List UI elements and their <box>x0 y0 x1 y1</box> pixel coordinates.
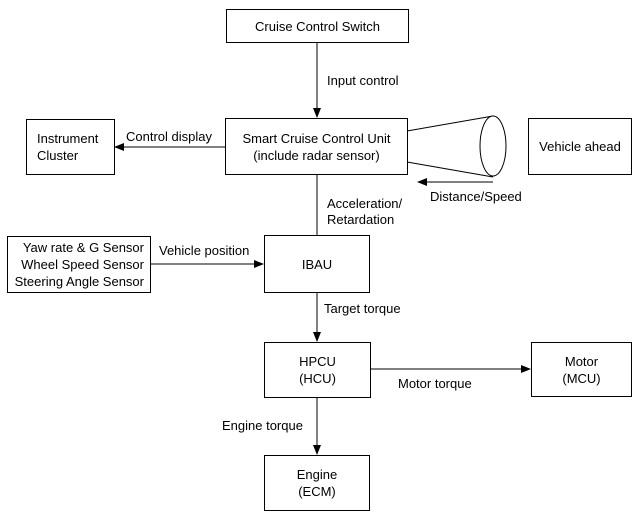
engine-box: Engine (ECM) <box>264 455 370 511</box>
input-control-label: Input control <box>327 73 399 88</box>
motor-box: Motor (MCU) <box>531 342 632 397</box>
hpcu-box: HPCU (HCU) <box>264 342 371 398</box>
sensors-label: Yaw rate & G Sensor Wheel Speed Sensor S… <box>14 240 144 289</box>
ibau-label: IBAU <box>301 256 333 272</box>
engine-label: Engine (ECM) <box>296 467 338 499</box>
radar-cone-bottom <box>406 161 494 178</box>
distance-speed-label: Distance/Speed <box>430 189 522 204</box>
instrument-cluster-box: Instrument Cluster <box>26 119 115 175</box>
vehicle-ahead-box: Vehicle ahead <box>528 118 632 175</box>
hpcu-label: HPCU (HCU) <box>299 354 336 386</box>
smart-cruise-control-unit-label: Smart Cruise Control Unit (include radar… <box>242 130 391 163</box>
sensors-box: Yaw rate & G Sensor Wheel Speed Sensor S… <box>7 236 151 293</box>
engine-torque-label: Engine torque <box>222 418 303 433</box>
target-torque-label: Target torque <box>324 301 401 316</box>
motor-torque-label: Motor torque <box>398 376 472 391</box>
cruise-control-switch-label: Cruise Control Switch <box>255 18 380 34</box>
vehicle-position-label: Vehicle position <box>159 243 250 258</box>
radar-cone-top <box>406 115 494 132</box>
instrument-cluster-label: Instrument Cluster <box>37 131 99 163</box>
motor-label: Motor (MCU) <box>562 353 601 386</box>
ibau-box: IBAU <box>264 235 370 293</box>
radar-cone-end <box>479 115 507 177</box>
vehicle-ahead-label: Vehicle ahead <box>539 139 621 154</box>
control-display-label: Control display <box>126 129 212 144</box>
smart-cruise-control-unit-box: Smart Cruise Control Unit (include radar… <box>225 118 408 175</box>
cruise-control-switch-box: Cruise Control Switch <box>226 9 409 43</box>
accel-retard-label: Acceleration/ Retardation <box>327 196 403 227</box>
